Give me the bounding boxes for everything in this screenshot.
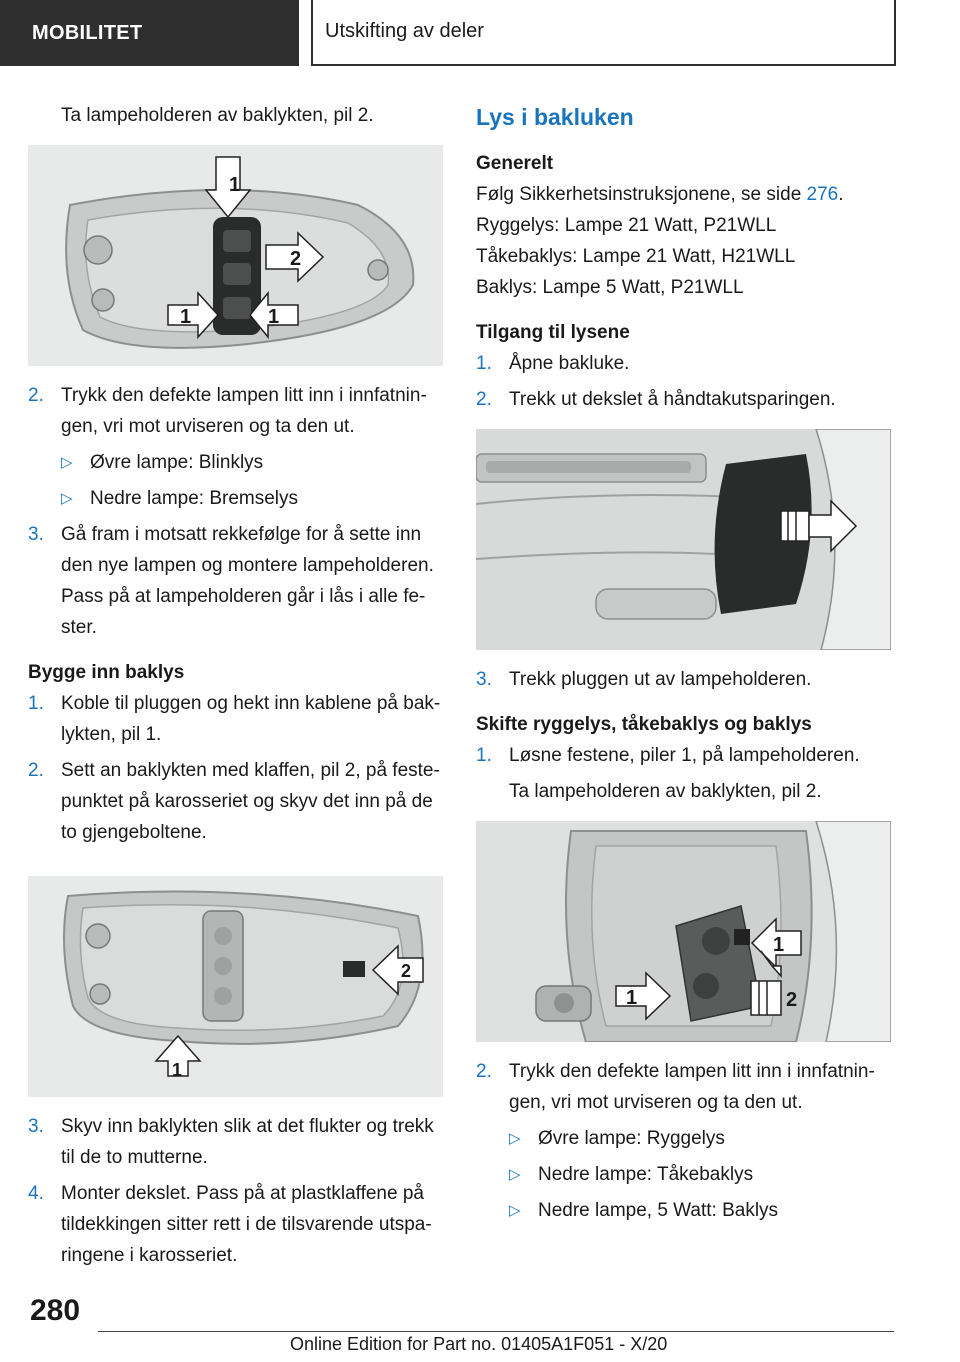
fig4-label-1-left: 1 [626, 987, 637, 1009]
section-title: Lys i bakluken [476, 104, 634, 130]
list-item: 3. Skyv inn baklykten slik at det flukte… [28, 1111, 443, 1173]
list-item: 3. Gå fram i motsatt rekkefølge for å se… [28, 519, 443, 643]
figure-lamp-holder-drawing: 1 2 1 1 [28, 145, 443, 366]
figure-lamp-holder: 1 2 1 1 [28, 145, 443, 366]
list-item: 2. Trykk den defekte lampen litt inn i i… [28, 380, 443, 442]
footer-divider [98, 1331, 894, 1332]
fig1-label-1-right: 1 [268, 306, 279, 328]
step-text: Monter dekslet. Pass på at plastklaffene… [61, 1183, 432, 1266]
heading-general: Generelt [476, 153, 554, 174]
step-number: 2. [476, 1061, 492, 1082]
fig4-label-1-right: 1 [773, 934, 784, 956]
heading-install: Bygge inn baklys [28, 662, 185, 683]
bullet-text: Øvre lampe: Ryggelys [538, 1128, 725, 1149]
step-text: Trykk den defekte lampen litt inn i innf… [509, 1061, 875, 1113]
bullet-item: ▷ Nedre lampe: Bremselys [28, 483, 443, 514]
left-column: Ta lampeholderen av baklykten, pil 2. 1 … [28, 100, 443, 1271]
intro-text: Ta lampeholderen av baklykten, pil 2. [61, 105, 374, 126]
step-text: Koble til pluggen og hekt inn kablene på… [61, 693, 441, 745]
bullet-text: Øvre lampe: Blinklys [90, 452, 264, 473]
step-number: 3. [28, 524, 44, 545]
lamp-spec: Baklys: Lampe 5 Watt, P21WLL [476, 277, 744, 298]
fig4-label-2: 2 [786, 989, 797, 1011]
triangle-bullet-icon: ▷ [509, 1202, 521, 1219]
list-item: 1. Koble til pluggen og hekt inn kablene… [28, 688, 443, 750]
step-number: 1. [476, 745, 492, 766]
step-text: Trekk pluggen ut av lampeholderen. [509, 669, 812, 690]
lamp-spec: Ryggelys: Lampe 21 Watt, P21WLL [476, 215, 777, 236]
heading-replace: Skifte ryggelys, tåkebaklys og baklys [476, 714, 812, 735]
step-number: 3. [476, 669, 492, 690]
step-text: Skyv inn baklykten slik at det flukter o… [61, 1116, 434, 1168]
right-column: Lys i bakluken Generelt Følg Sikkerhetsi… [476, 100, 891, 1226]
fig1-label-1-top: 1 [229, 174, 240, 196]
figure-tail-light-mount-drawing: 2 1 [28, 876, 443, 1097]
bullet-text: Nedre lampe: Bremselys [90, 488, 299, 509]
step-text: Trekk ut dekslet å håndtakutsparingen. [509, 389, 836, 410]
bullet-item: ▷ Øvre lampe: Ryggelys [476, 1123, 891, 1154]
page-number: 280 [30, 1294, 81, 1327]
list-item: 1. Åpne bakluke. [476, 348, 891, 379]
figure-tailgate-cover-drawing [476, 429, 891, 650]
page-header: MOBILITET Utskifting av deler [0, 0, 960, 66]
step-number: 1. [28, 693, 44, 714]
triangle-bullet-icon: ▷ [61, 490, 73, 507]
list-item: 1. Løsne festene, piler 1, på lampeholde… [476, 740, 891, 771]
fig1-label-1-left: 1 [180, 306, 191, 328]
section-tab: MOBILITET [0, 0, 299, 66]
bullet-item: ▷ Nedre lampe: Tåkebaklys [476, 1159, 891, 1190]
step-number: 1. [476, 353, 492, 374]
fig1-label-2: 2 [290, 248, 301, 270]
step-text: Åpne bakluke. [509, 353, 630, 374]
figure-tailgate-lamp-holder-drawing: 1 1 2 [476, 821, 891, 1042]
edition-text: Online Edition for Part no. 01405A1F051 … [290, 1334, 668, 1354]
step-number: 3. [28, 1116, 44, 1137]
step-text: Gå fram i motsatt rekkefølge for å sette… [61, 524, 434, 638]
list-item: 3. Trekk pluggen ut av lampeholderen. [476, 664, 891, 695]
figure-tailgate-lamp-holder: 1 1 2 [476, 821, 891, 1042]
step-text: Løsne festene, piler 1, på lampeholderen… [509, 745, 860, 766]
step-number: 2. [28, 760, 44, 781]
triangle-bullet-icon: ▷ [509, 1166, 521, 1183]
step-text: Sett an baklykten med klaffen, pil 2, på… [61, 760, 440, 843]
chapter-title-box: Utskifting av deler [311, 0, 896, 66]
step-number: 2. [28, 385, 44, 406]
step-continuation: Ta lampeholderen av baklykten, pil 2. [509, 781, 822, 802]
triangle-bullet-icon: ▷ [509, 1130, 521, 1147]
step-number: 4. [28, 1183, 44, 1204]
chapter-title: Utskifting av deler [325, 20, 484, 42]
list-item: 4. Monter dekslet. Pass på at plastklaff… [28, 1178, 443, 1271]
step-number: 2. [476, 389, 492, 410]
bullet-item: ▷ Øvre lampe: Blinklys [28, 447, 443, 478]
list-item: 2. Sett an baklykten med klaffen, pil 2,… [28, 755, 443, 848]
heading-access: Tilgang til lysene [476, 322, 630, 343]
general-text: Følg Sikkerhetsinstruksjonene, se side 2… [476, 184, 844, 205]
fig2-label-1: 1 [172, 1060, 182, 1080]
bullet-item: ▷ Nedre lampe, 5 Watt: Baklys [476, 1195, 891, 1226]
triangle-bullet-icon: ▷ [61, 454, 73, 471]
list-item: 2. Trykk den defekte lampen litt inn i i… [476, 1056, 891, 1118]
lamp-spec: Tåkebaklys: Lampe 21 Watt, H21WLL [476, 246, 796, 267]
bullet-text: Nedre lampe, 5 Watt: Baklys [538, 1200, 779, 1221]
figure-tail-light-mount: 2 1 [28, 876, 443, 1097]
bullet-text: Nedre lampe: Tåkebaklys [538, 1164, 754, 1185]
page-link[interactable]: 276 [806, 184, 839, 205]
list-item: 2. Trekk ut dekslet å håndtakutsparingen… [476, 384, 891, 415]
figure-tailgate-cover [476, 429, 891, 650]
step-text: Trykk den defekte lampen litt inn i innf… [61, 385, 427, 437]
fig2-label-2: 2 [401, 961, 411, 981]
